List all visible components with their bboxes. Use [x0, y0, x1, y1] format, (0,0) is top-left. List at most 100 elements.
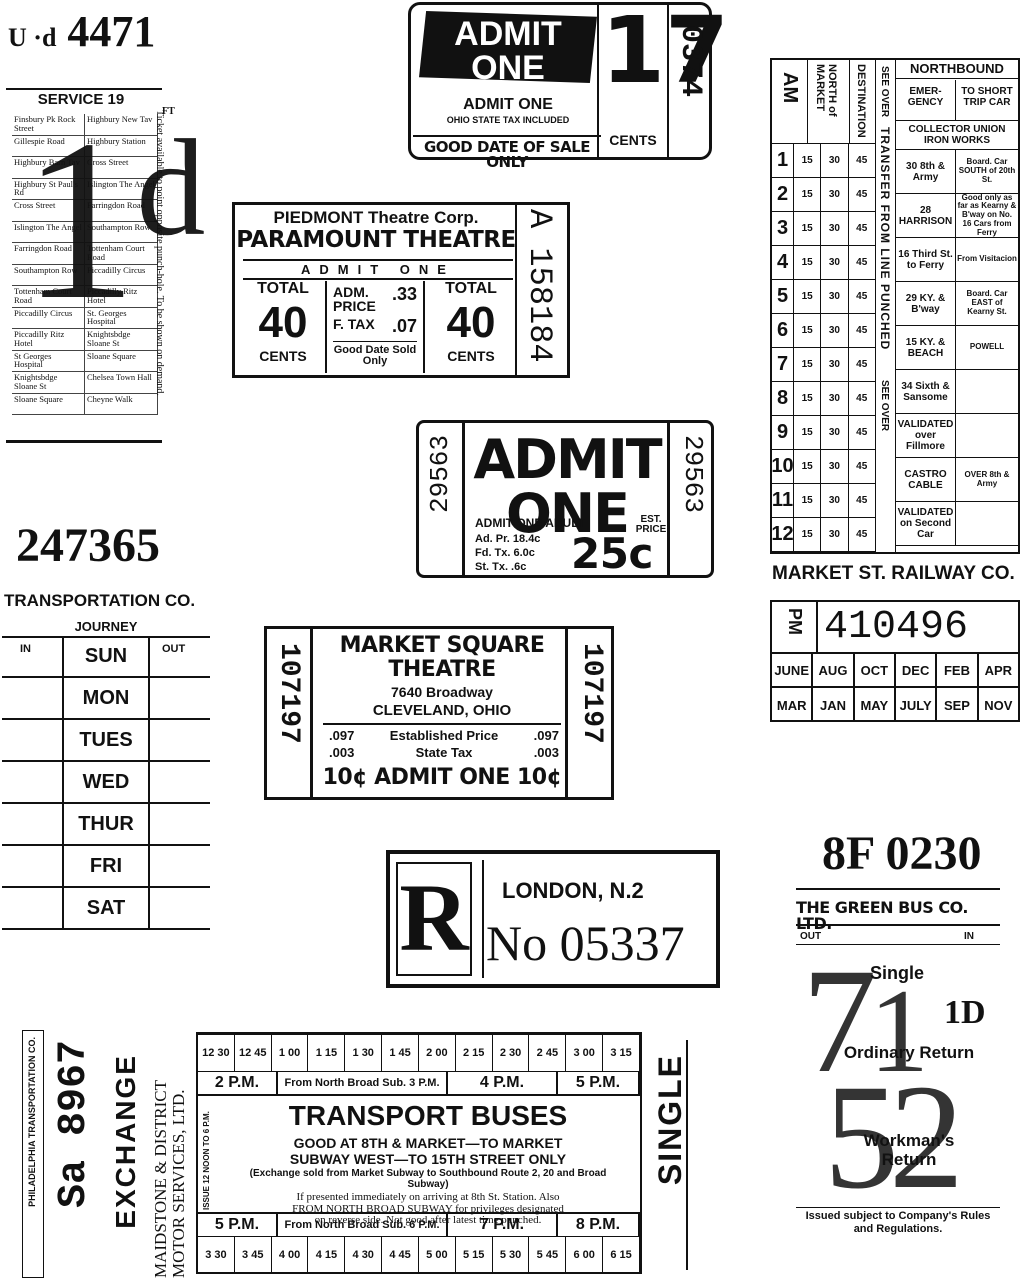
minute-cell: 15 [794, 144, 822, 177]
hour-cell: 8 [772, 382, 794, 415]
total-label: TOTAL [445, 280, 497, 297]
day-row: SUN [2, 636, 210, 678]
destination-cell: 29 KY. & B'way [896, 282, 956, 325]
state-tax-left: .003 [329, 745, 355, 760]
city: CLEVELAND, OHIO [372, 702, 512, 719]
ordinary-return-label: Ordinary Return [843, 1043, 975, 1062]
hour-cell: 7 [772, 348, 794, 381]
hour-row-top: 2 P.M.From North Broad Sub. 3 P.M.4 P.M.… [198, 1072, 640, 1096]
month-cell: APR [984, 662, 1013, 678]
destination-cell: VALIDATED over Fillmore [896, 414, 956, 457]
price-value: 25c [571, 529, 653, 578]
company-name: TRANSPORTATION CO. [4, 591, 196, 610]
minute-cell: 30 [821, 144, 849, 177]
company-name: PHILADELPHIA TRANSPORTATION CO. [27, 1037, 37, 1207]
stub-right: 107197 [565, 629, 611, 797]
time-cell: 4 15 [308, 1236, 346, 1274]
stop-cell: Southampton Row [85, 221, 158, 242]
minute-cell: 15 [794, 178, 822, 211]
day-label: TUES [79, 729, 133, 751]
stop-cell: Tottenham Court Road [12, 286, 85, 307]
london-ticket: R LONDON, N.2 No 05337 [386, 850, 720, 988]
destination-cell: 30 8th & Army [896, 150, 956, 193]
minute-cell: 45 [849, 450, 876, 483]
hour-cell: 1 [772, 144, 794, 177]
paramount-theatre-ticket: PIEDMONT Theatre Corp. PARAMOUNT THEATRE… [232, 202, 570, 378]
see-over-top: SEE OVER [879, 66, 890, 118]
stop-cell: Highbury Station [85, 135, 158, 156]
north-of-market-cell: NORTH of MARKET [808, 60, 850, 144]
month-cell: AUG [813, 654, 855, 686]
month-cell: FEB [937, 654, 979, 686]
destination-cell: CASTRO CABLE [896, 458, 956, 501]
minute-cell: 30 [821, 246, 849, 279]
good-date-line: Good Date Sold Only [333, 341, 417, 367]
time-cell: 3 00 [566, 1034, 604, 1072]
est-price-label: Established Price [389, 728, 499, 743]
minute-cell: 30 [821, 314, 849, 347]
month-cell: MAY [855, 688, 896, 722]
adm-price-value: .33 [391, 284, 417, 304]
minute-cell: 15 [794, 382, 822, 415]
serial-right: 29563 [678, 435, 708, 514]
fine-line-2: FROM NORTH BROAD SUBWAY for privileges d… [292, 1202, 564, 1215]
address: 7640 Broadway [391, 684, 493, 700]
stop-cell: Gillespie Road [12, 135, 85, 156]
issue-label: ISSUE 12 NOON TO 6 P.M. [202, 1111, 211, 1210]
time-cell: 1 30 [345, 1034, 383, 1072]
total-value: 40 [258, 298, 308, 347]
hour-cell: 2 [772, 178, 794, 211]
time-cell: 6 15 [603, 1236, 640, 1274]
time-cell: 2 15 [455, 1034, 493, 1072]
minute-cell: 15 [794, 348, 822, 381]
destination-cell: 34 Sixth & Sansome [896, 370, 956, 413]
minute-cell: 30 [821, 450, 849, 483]
month-cell: JUNE [772, 654, 814, 686]
minute-cell: 15 [794, 212, 822, 245]
stop-cell: Cross Street [12, 200, 85, 221]
total-value: 40 [446, 298, 496, 347]
minute-cell: 45 [849, 246, 876, 279]
destination-row: VALIDATED over Fillmore [896, 414, 1018, 458]
destination-note: From Visitacion [957, 254, 1017, 264]
admit-line: 10¢ ADMIT ONE 10¢ [322, 765, 562, 790]
banner-line-2: ONE [471, 49, 545, 87]
fare-panel [796, 944, 1000, 1208]
minute-cell: 15 [794, 518, 822, 551]
stop-cell: Finsbury Pk Rock Street [12, 114, 85, 135]
serial-number: 0374 [673, 25, 707, 98]
destination-note: Good only as far as Kearny & B'way on No… [957, 192, 1017, 237]
destination-note: Board. Car SOUTH of 20th St. [958, 157, 1016, 184]
rule [686, 1040, 688, 1270]
stop-cell: Piccadilly Ritz Hotel [85, 286, 158, 307]
destination-cell: 16 Third St. to Ferry [896, 238, 956, 281]
day-row: MON [2, 678, 210, 720]
am-label: AM [779, 72, 801, 104]
fare-value: 1D [944, 994, 986, 1031]
cents-label: CENTS [447, 348, 495, 364]
stop-cell: Piccadilly Ritz Hotel [12, 329, 85, 350]
out-label: OUT [800, 931, 822, 942]
state-tax: St. Tx. .6c [475, 560, 527, 573]
company-name: PIEDMONT Theatre Corp. [273, 208, 479, 227]
fine-print: If presented immediately on arriving at … [218, 1191, 638, 1227]
rule [796, 888, 1000, 890]
subway-line: SUBWAY WEST—TO 15TH STREET ONLY [289, 1151, 567, 1167]
day-row: TUES [2, 720, 210, 762]
hour-cell: 2 P.M. [198, 1072, 278, 1094]
stop-cell: Farringdon Road [12, 243, 85, 264]
northbound-label: NORTHBOUND [896, 62, 1018, 79]
